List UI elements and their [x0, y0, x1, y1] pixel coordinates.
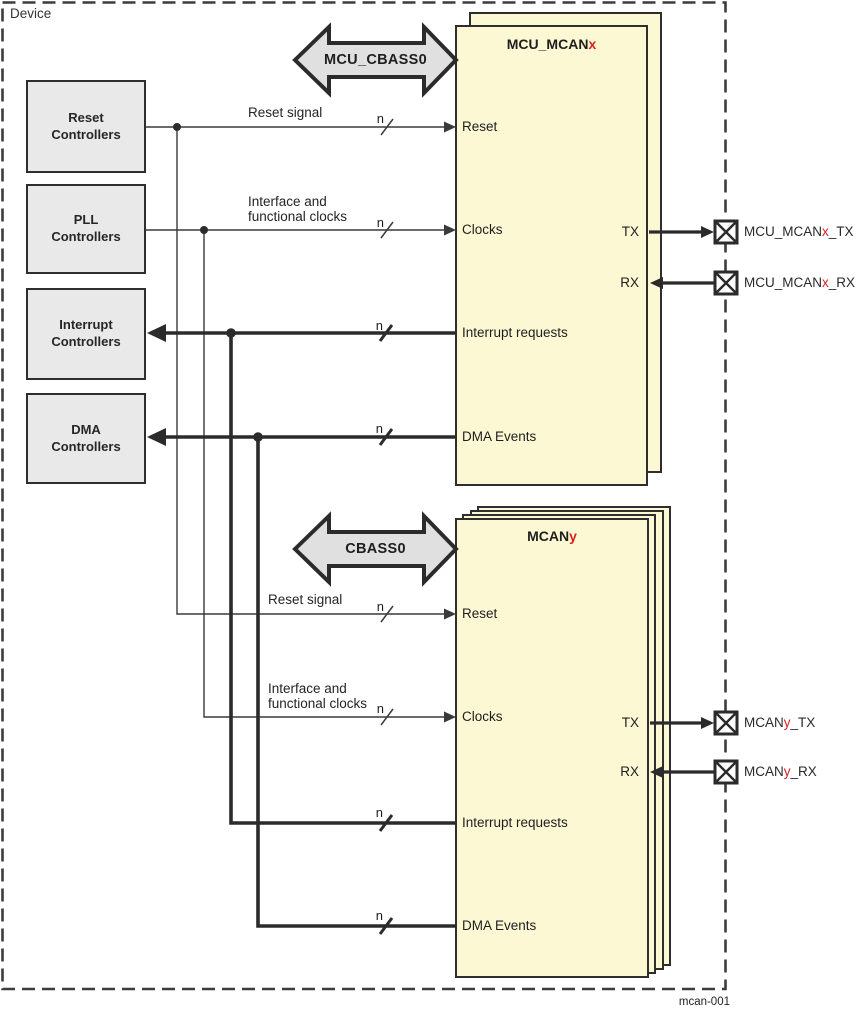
mcan-rx-index: y — [783, 764, 791, 779]
pll-controllers-label: PLL Controllers — [51, 212, 121, 244]
mcan-port-reset: Reset — [462, 606, 498, 621]
mcu-rx-suffix: _RX — [828, 275, 856, 290]
mcan-rx-base: MCAN — [744, 764, 784, 779]
interrupt-dma-wires — [164, 331, 456, 928]
mcan-port-rx: RX — [620, 764, 639, 779]
mcan-port-tx: TX — [621, 715, 639, 730]
bus-width-n-mcan-dma: n — [375, 908, 383, 923]
mcu-mcan-title-base: MCU_MCAN — [506, 36, 589, 52]
mcu-tx-suffix: _TX — [828, 224, 854, 239]
mcu-port-tx: TX — [621, 224, 639, 239]
thick-arrowheads — [147, 324, 166, 446]
interrupt-controllers-label: Interrupt Controllers — [51, 317, 121, 349]
bus-width-n-mcu-reset: n — [376, 111, 384, 126]
mcu-clocks-signal-label: Interface and functional clocks — [248, 194, 347, 224]
mcan-port-dma: DMA Events — [462, 918, 537, 933]
reset-controllers-box: Reset Controllers — [26, 80, 146, 173]
mcu-mcanx-tx-pad-icon — [713, 219, 739, 245]
pll-controllers-box: PLL Controllers — [26, 184, 146, 274]
bus-width-n-mcu-dma: n — [375, 421, 383, 436]
mcu-port-reset: Reset — [462, 119, 498, 134]
bus-width-n-mcan-reset: n — [376, 599, 384, 614]
mcan-tx-index: y — [783, 715, 791, 730]
mcan-title: MCANy — [455, 528, 649, 544]
mcany-rx-pad-icon — [713, 759, 739, 785]
mcany-tx-pad-icon — [713, 710, 739, 736]
mcan-clocks-line2: functional clocks — [268, 696, 368, 711]
mcu-mcan-title: MCU_MCANx — [455, 36, 648, 52]
bus-width-n-mcu-clocks: n — [376, 215, 384, 230]
mcu-port-rx: RX — [620, 275, 639, 290]
mcu-clocks-line1: Interface and — [248, 194, 327, 209]
mcu-rx-base: MCU_MCAN — [744, 275, 823, 290]
figure-id: mcan-001 — [678, 996, 730, 1008]
mcan-clocks-line1: Interface and — [268, 681, 347, 696]
mcu-mcan-title-index: x — [588, 36, 597, 52]
bus-width-n-mcu-irq: n — [375, 318, 383, 333]
mcan-port-clocks: Clocks — [462, 709, 503, 724]
mcu-rx-index: x — [822, 275, 829, 290]
mcan-block — [455, 518, 649, 978]
mcu-mcan-block — [455, 25, 648, 486]
mcu-reset-signal-label: Reset signal — [248, 105, 323, 120]
mcu-port-interrupts: Interrupt requests — [462, 325, 568, 340]
mcu-clocks-line2: functional clocks — [248, 209, 348, 224]
mcan-reset-signal-label: Reset signal — [268, 592, 343, 607]
mcan-title-base: MCAN — [527, 528, 570, 544]
reset-controllers-label: Reset Controllers — [51, 109, 121, 142]
bus-width-ticks-thick — [378, 324, 394, 935]
mcu-tx-base: MCU_MCAN — [744, 224, 823, 239]
mcany-rx-pad-label: MCANy_RX — [744, 764, 817, 779]
junction-dots — [173, 123, 263, 442]
mcu-port-clocks: Clocks — [462, 222, 503, 237]
mcu-mcanx-rx-pad-icon — [713, 270, 739, 296]
dma-controllers-box: DMA Controllers — [26, 393, 146, 484]
mcany-tx-pad-label: MCANy_TX — [744, 715, 815, 730]
mcu-tx-index: x — [822, 224, 829, 239]
mcan-title-index: y — [569, 528, 577, 544]
interrupt-controllers-box: Interrupt Controllers — [26, 288, 146, 380]
mcu-mcanx-tx-pad-label: MCU_MCANx_TX — [744, 224, 854, 239]
mcu-mcanx-rx-pad-label: MCU_MCANx_RX — [744, 275, 855, 290]
mcan-clocks-signal-label: Interface and functional clocks — [268, 681, 367, 711]
mcan-port-interrupts: Interrupt requests — [462, 815, 568, 830]
cbass0-label: CBASS0 — [345, 541, 406, 557]
bus-width-n-mcan-irq: n — [375, 805, 383, 820]
mcu-port-dma: DMA Events — [462, 429, 537, 444]
mcan-tx-base: MCAN — [744, 715, 784, 730]
mcan-tx-suffix: _TX — [790, 715, 816, 730]
bus-width-n-mcan-clocks: n — [376, 701, 384, 716]
dma-controllers-label: DMA Controllers — [51, 421, 121, 454]
mcu-cbass0-label: MCU_CBASS0 — [324, 52, 427, 68]
mcan-rx-suffix: _RX — [790, 764, 817, 779]
device-label: Device — [10, 6, 52, 21]
